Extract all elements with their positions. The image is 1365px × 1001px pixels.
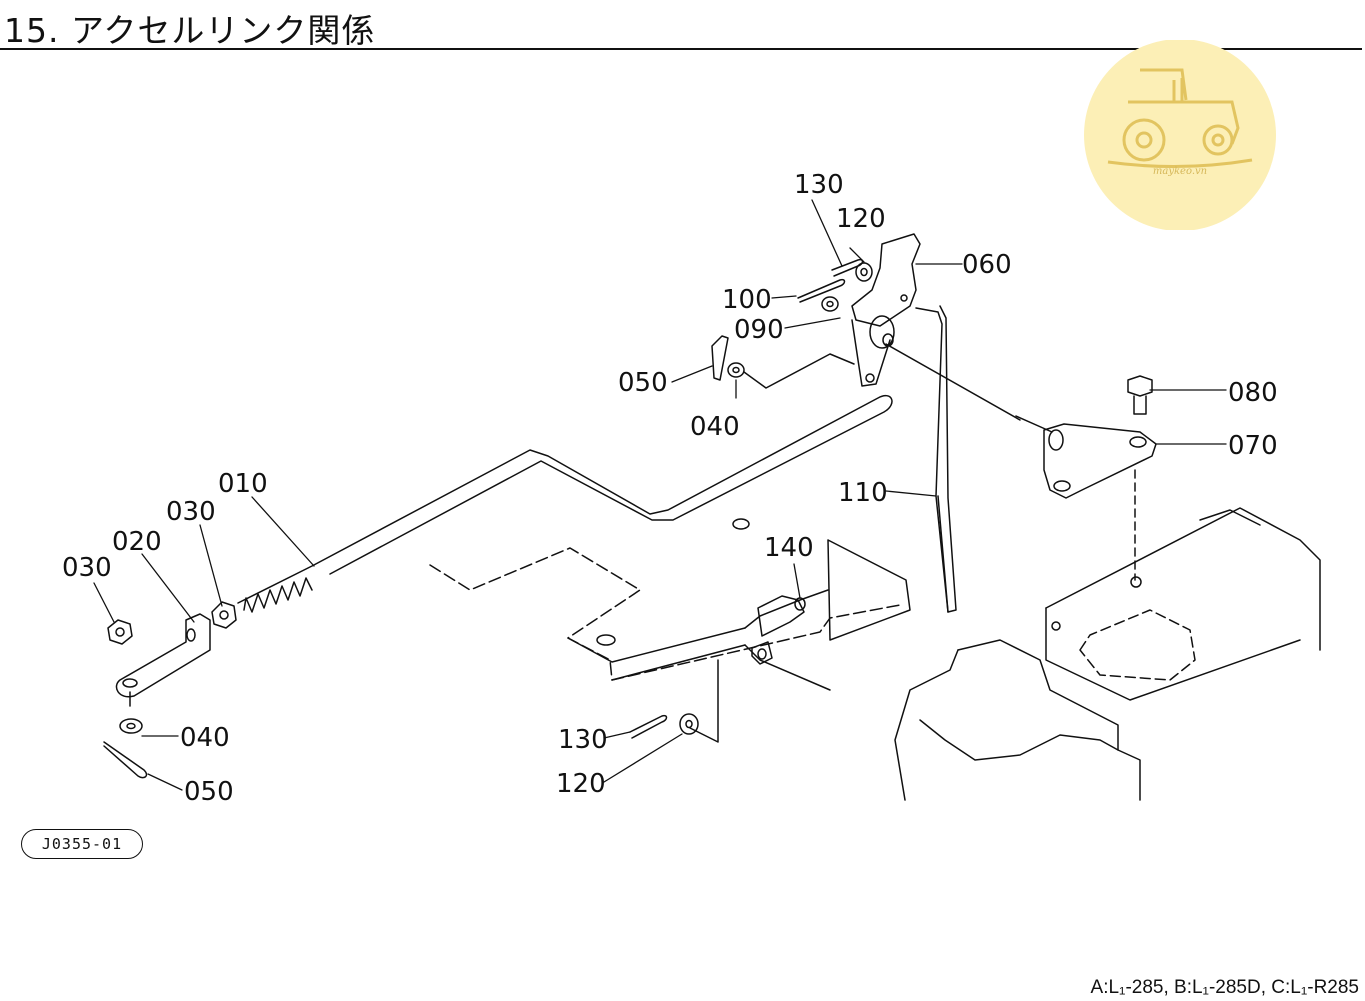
leader-lines [93,199,1227,791]
split-pin-050-left [103,741,148,779]
callout-080: 080 [1228,378,1278,408]
callout-070: 070 [1228,431,1278,461]
callout-050-upper: 050 [618,368,668,398]
part-callouts: 010 020 030 030 040 050 130 120 060 100 … [62,170,1278,807]
washer-120-lower [679,713,699,735]
callout-060: 060 [962,250,1012,280]
tractor-icon [1107,68,1253,169]
callout-140: 140 [764,533,814,563]
callout-100: 100 [722,285,772,315]
model-applicability-note: A:L₁-285, B:L₁-285D, C:L₁-R285 [1090,977,1359,998]
nut-030-right [211,601,237,629]
split-pin-130-upper [831,258,864,277]
page-header: 15. アクセルリンク関係 [0,0,1365,52]
callout-040-lower: 040 [180,723,230,753]
bolt-080 [1127,375,1153,415]
washer-040-left [119,718,143,734]
callout-130-lower: 130 [558,725,608,755]
bracket-140 [751,595,806,665]
chassis-frame [429,518,911,743]
lever-060 [851,233,921,387]
tractor-logo-watermark: maykeo.vn [1084,40,1276,230]
split-pin-050-upper [711,335,729,381]
logo-circle [1084,40,1276,230]
rod-110 [915,305,957,613]
nut-030-left [107,619,133,645]
accelerator-rod-010 [237,394,893,613]
title-underline [0,48,1362,50]
callout-120-lower: 120 [556,769,606,799]
split-pin-100 [797,278,846,303]
callout-030-right: 030 [166,497,216,527]
figure-code: J0355-01 [21,829,143,859]
callout-010: 010 [218,469,268,499]
callout-040-upper: 040 [690,412,740,442]
callout-020: 020 [112,527,162,557]
callout-090: 090 [734,315,784,345]
callout-110: 110 [838,478,888,508]
lever-020 [115,613,211,707]
callout-050-lower: 050 [184,777,234,807]
washer-040-upper [727,353,855,389]
callout-120-upper: 120 [836,204,886,234]
engine-housing [894,469,1321,801]
logo-text: maykeo.vn [1153,166,1207,177]
callout-130-upper: 130 [794,170,844,200]
page-title: 15. アクセルリンク関係 [4,11,376,50]
arm-070 [885,343,1157,499]
washer-090 [821,296,839,312]
washer-120-upper [855,262,873,282]
split-pin-130-lower [629,714,668,739]
callout-030-left: 030 [62,553,112,583]
